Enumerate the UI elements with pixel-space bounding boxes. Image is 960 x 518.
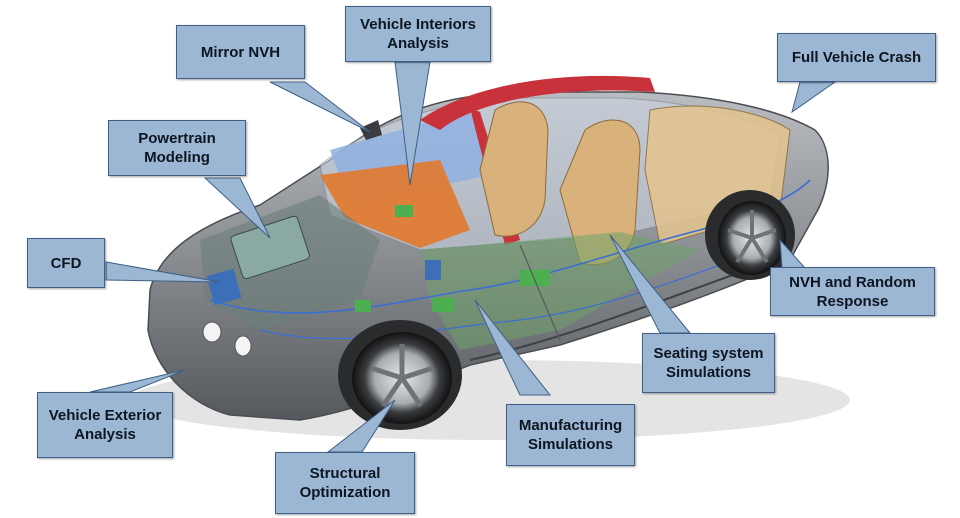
door-line <box>519 244 561 341</box>
module-4 <box>355 300 371 312</box>
module-3 <box>520 270 550 286</box>
module-5 <box>425 260 441 280</box>
front-seat-left <box>479 101 549 237</box>
module-2 <box>395 205 413 217</box>
pointer-manufacturing <box>474 299 552 396</box>
callout-structural: Structural Optimization <box>275 452 415 514</box>
front-wheel-spokes <box>370 344 434 408</box>
pointer-cfd <box>105 261 221 283</box>
pointer-mirror-nvh <box>269 81 371 133</box>
wiring-harness-2 <box>259 249 761 340</box>
pointer-powertrain <box>203 177 271 239</box>
side-mirror <box>360 120 382 140</box>
headlight-2 <box>234 335 252 357</box>
callout-powertrain: Powertrain Modeling <box>108 120 246 176</box>
roof-frame <box>420 75 655 130</box>
pointer-vehicle-interiors <box>394 61 431 186</box>
callout-pointers <box>89 61 837 453</box>
pointer-full-vehicle-crash <box>791 81 837 114</box>
dashboard <box>320 160 470 248</box>
callout-vehicle-exterior: Vehicle Exterior Analysis <box>37 392 173 458</box>
callout-seating: Seating system Simulations <box>642 333 775 393</box>
callout-mirror-nvh: Mirror NVH <box>176 25 305 79</box>
callout-nvh-random: NVH and Random Response <box>770 267 935 316</box>
callout-vehicle-interiors: Vehicle Interiors Analysis <box>345 6 491 62</box>
callout-full-vehicle-crash: Full Vehicle Crash <box>777 33 936 82</box>
airbox <box>206 268 242 306</box>
module-1 <box>432 298 454 312</box>
callout-manufacturing: Manufacturing Simulations <box>506 404 635 466</box>
headlight-1 <box>202 321 222 343</box>
rear-wheel-spokes <box>727 210 777 264</box>
callout-cfd: CFD <box>27 238 105 288</box>
